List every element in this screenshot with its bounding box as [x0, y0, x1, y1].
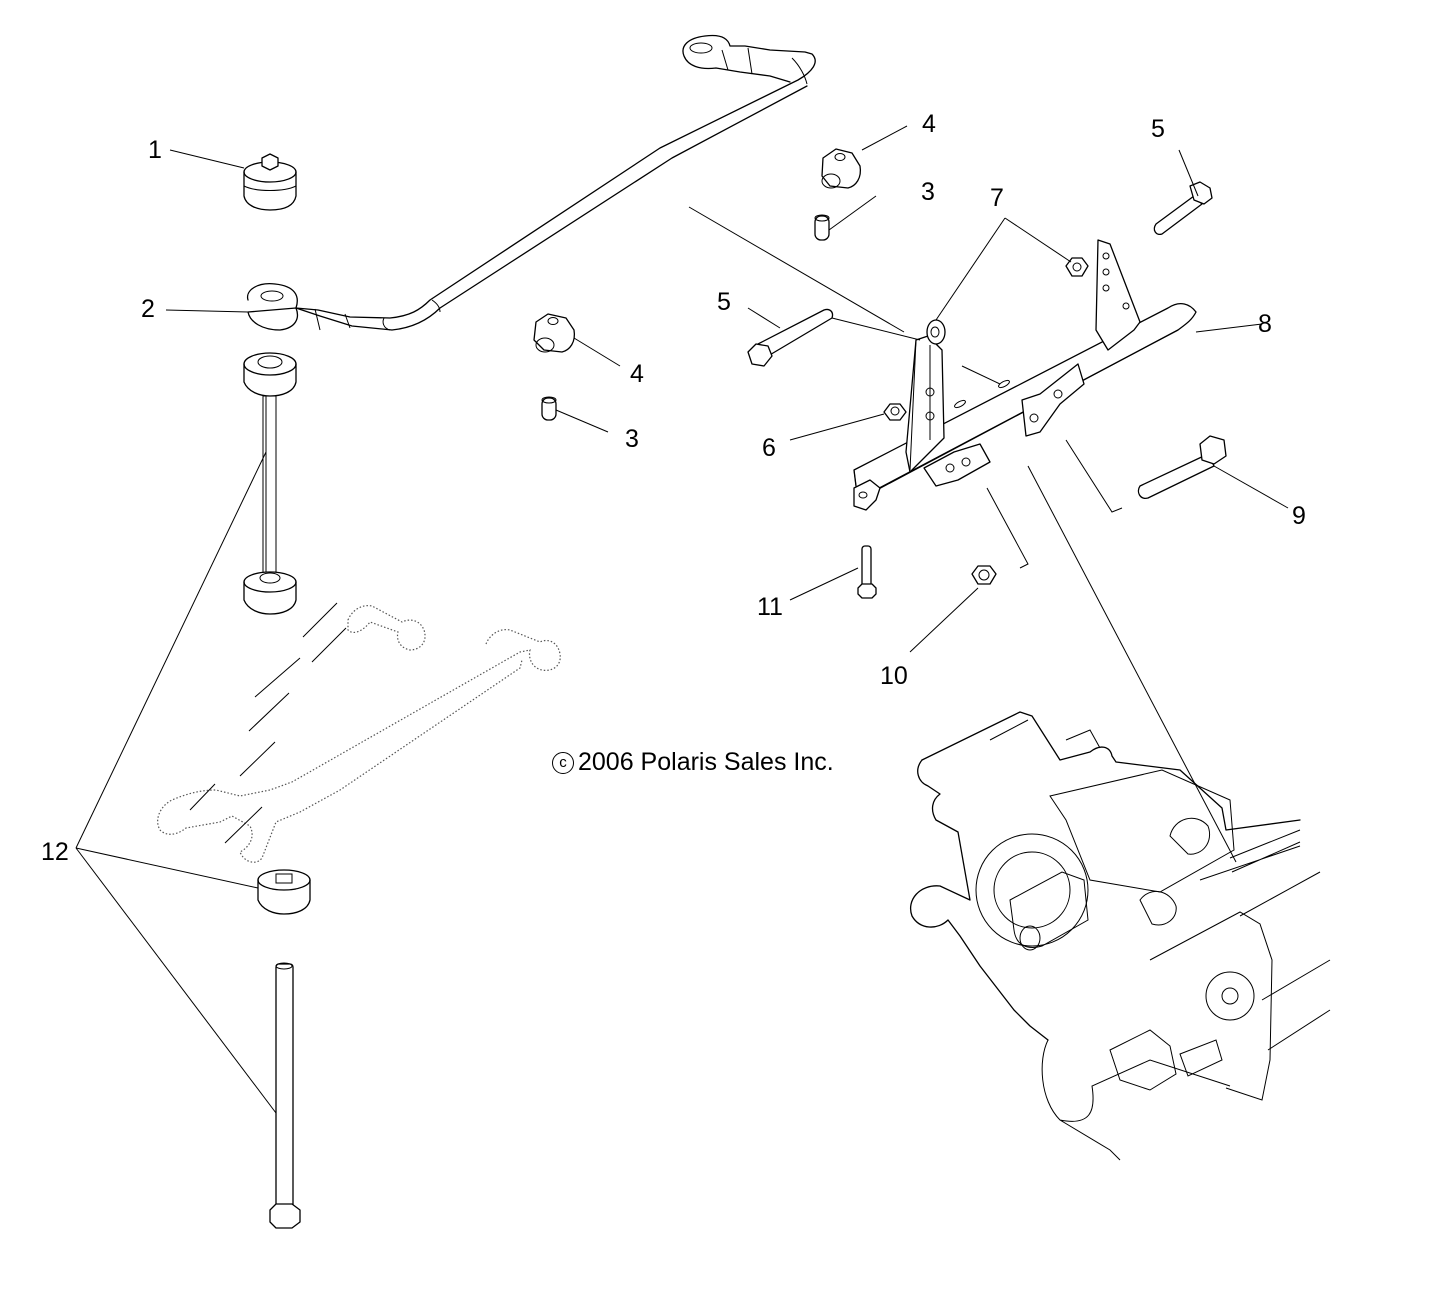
mount-bracket: [853, 239, 1197, 511]
callout-8: 8: [1258, 310, 1272, 338]
bolt-11: [857, 545, 877, 599]
long-bolt-12: [269, 962, 301, 1229]
bushing-1: [243, 153, 297, 211]
callout-4a: 4: [630, 360, 644, 388]
control-arm-reference: [157, 602, 561, 863]
bolt-5b: [1153, 181, 1213, 236]
callout-12: 12: [41, 838, 69, 866]
nut-6: [883, 403, 907, 421]
bushing-12: [257, 869, 311, 915]
nut-7: [926, 257, 1089, 345]
callout-5a: 5: [717, 288, 731, 316]
copyright-text: 2006 Polaris Sales Inc.: [578, 748, 834, 776]
bolt-5a: [747, 308, 834, 367]
callout-3a: 3: [625, 425, 639, 453]
sleeve-3a: [541, 396, 557, 421]
callout-6: 6: [762, 434, 776, 462]
leader-lines: [75, 125, 1289, 1114]
callout-5b: 5: [1151, 115, 1165, 143]
transmission-reference: [910, 711, 1331, 1161]
callout-7: 7: [990, 184, 1004, 212]
callout-10: 10: [880, 662, 908, 690]
bar-bushing-4b: [821, 148, 862, 189]
sleeve-3b: [814, 214, 830, 241]
callout-1: 1: [148, 136, 162, 164]
bar-bushing-4a: [533, 313, 576, 353]
nut-10: [971, 565, 997, 585]
bolt-9: [1137, 435, 1227, 499]
callout-9: 9: [1292, 502, 1306, 530]
callout-3b: 3: [921, 178, 935, 206]
callout-4b: 4: [922, 110, 936, 138]
copyright-symbol-icon: c: [552, 752, 574, 774]
stabilizer-bar: [246, 34, 816, 331]
link-assembly: [243, 352, 297, 615]
callout-2: 2: [141, 295, 155, 323]
callout-11: 11: [757, 593, 783, 621]
